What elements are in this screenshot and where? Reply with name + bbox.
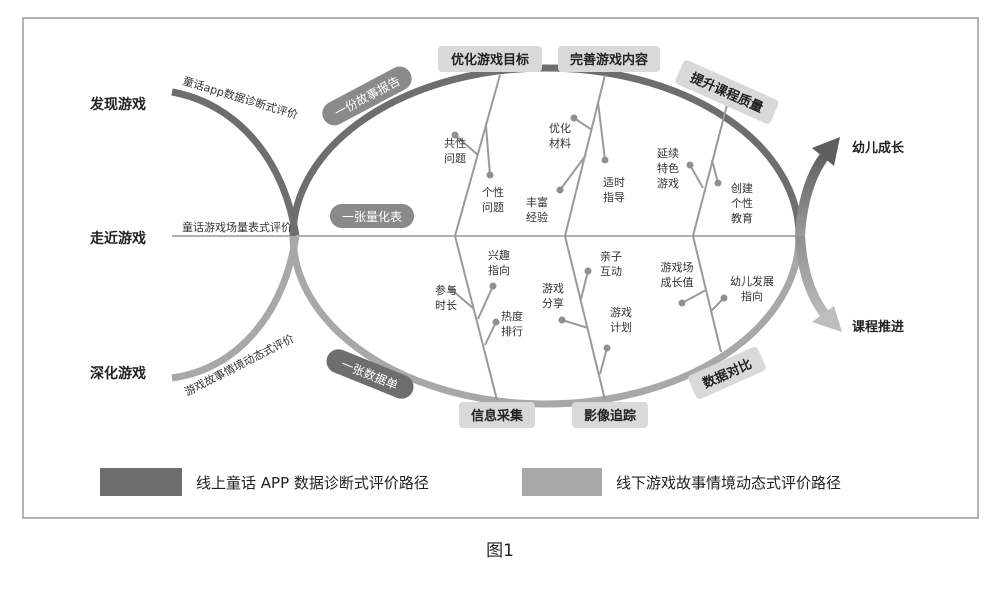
legend-online-swatch (100, 468, 182, 496)
tag-quant-table: 一张量化表 (330, 204, 414, 228)
curriculum-arrow-shaft (795, 235, 832, 322)
online-path-curve (171, 88, 300, 237)
leaf-continue-feature-game: 延续特色游戏 (657, 146, 679, 190)
leaf-common-problem: 共性问题 (444, 136, 466, 165)
header-optimize-goal: 优化游戏目标 (438, 46, 542, 72)
branch-continue-feature-game (689, 164, 704, 189)
leaf-popularity-ranking: 热度排行 (501, 309, 523, 338)
figure-caption: 图1 (486, 541, 514, 561)
header-video-track-label: 影像追踪 (584, 408, 636, 424)
path-label-middle: 童话游戏场量表式评价 (182, 220, 292, 234)
stage-approach: 走近游戏 (90, 230, 146, 247)
legend-online-label: 线上童话 APP 数据诊断式评价路径 (196, 474, 429, 492)
node-participation-time (448, 286, 456, 294)
leaf-interest-direction: 兴趣指向 (488, 248, 510, 277)
child-growth-arrow-shaft (795, 148, 832, 237)
stage-discover: 发现游戏 (89, 96, 146, 113)
node-child-development-direction (720, 294, 728, 302)
node-popularity-ranking (492, 318, 500, 326)
tag-quant-table-label: 一张量化表 (342, 210, 402, 224)
branch-popularity-ranking (484, 321, 497, 346)
branch-create-personal-education (711, 159, 719, 184)
legend-offline-label: 线下游戏故事情境动态式评价路径 (616, 474, 841, 492)
leaf-child-development-direction: 幼儿发展指向 (730, 274, 774, 303)
node-continue-feature-game (686, 161, 694, 169)
leaf-parent-child-interaction: 亲子互动 (600, 249, 622, 278)
header-video-track: 影像追踪 (572, 402, 648, 428)
outcome-curriculum: 课程推进 (852, 319, 904, 335)
figure-frame (22, 17, 979, 519)
leaf-playground-growth-value: 游戏场成长值 (661, 260, 694, 289)
child-growth-arrowhead (812, 137, 840, 166)
node-timely-guidance (601, 156, 609, 164)
outcome-child-growth: 幼儿成长 (852, 140, 905, 156)
offline-path-curve (171, 235, 300, 382)
node-enrich-experience (556, 186, 564, 194)
branch-enrich-experience (559, 154, 587, 191)
node-common-problem (451, 131, 459, 139)
header-optimize-goal-label: 优化游戏目标 (451, 52, 529, 68)
leaf-optimize-material: 优化材料 (549, 121, 571, 150)
stage-deepen: 深化游戏 (90, 365, 146, 382)
leaf-participation-time: 参与时长 (435, 283, 457, 312)
branch-spine-video-track (564, 235, 606, 401)
node-individual-problem (486, 171, 494, 179)
leaf-enrich-experience: 丰富经验 (526, 195, 548, 224)
branch-individual-problem (485, 125, 491, 176)
branch-parent-child-interaction (580, 270, 589, 300)
branch-game-sharing (561, 319, 589, 329)
node-create-personal-education (714, 179, 722, 187)
branch-optimize-material (573, 117, 593, 131)
branch-participation-time (451, 289, 475, 310)
leaf-game-sharing: 游戏分享 (542, 282, 564, 310)
leaf-create-personal-education: 创建个性教育 (731, 181, 753, 225)
branch-common-problem (454, 134, 479, 156)
curriculum-arrowhead (812, 306, 842, 332)
leaf-timely-guidance: 适时指导 (603, 176, 625, 204)
branch-spine-info-collect (454, 235, 498, 401)
header-improve-content-label: 完善游戏内容 (570, 52, 648, 68)
ellipse-bottom-arc (289, 235, 803, 408)
node-interest-direction (489, 282, 497, 290)
branch-playground-growth-value (681, 289, 707, 304)
leaf-game-plan: 游戏计划 (610, 306, 632, 334)
node-playground-growth-value (678, 299, 686, 307)
branch-game-plan (599, 347, 608, 375)
branch-interest-direction (477, 285, 494, 320)
node-game-sharing (558, 316, 566, 324)
ellipse-top-arc (289, 64, 803, 237)
node-optimize-material (570, 114, 578, 122)
leaf-individual-problem: 个性问题 (482, 185, 504, 214)
node-game-plan (603, 344, 611, 352)
node-parent-child-interaction (584, 267, 592, 275)
header-info-collect-label: 信息采集 (471, 408, 524, 424)
branch-timely-guidance (597, 101, 606, 161)
branch-spine-data-compare (692, 235, 722, 353)
header-improve-content: 完善游戏内容 (558, 46, 660, 72)
branch-spine-course-quality (692, 104, 728, 237)
header-info-collect: 信息采集 (459, 402, 535, 428)
legend-offline-swatch (522, 468, 602, 496)
